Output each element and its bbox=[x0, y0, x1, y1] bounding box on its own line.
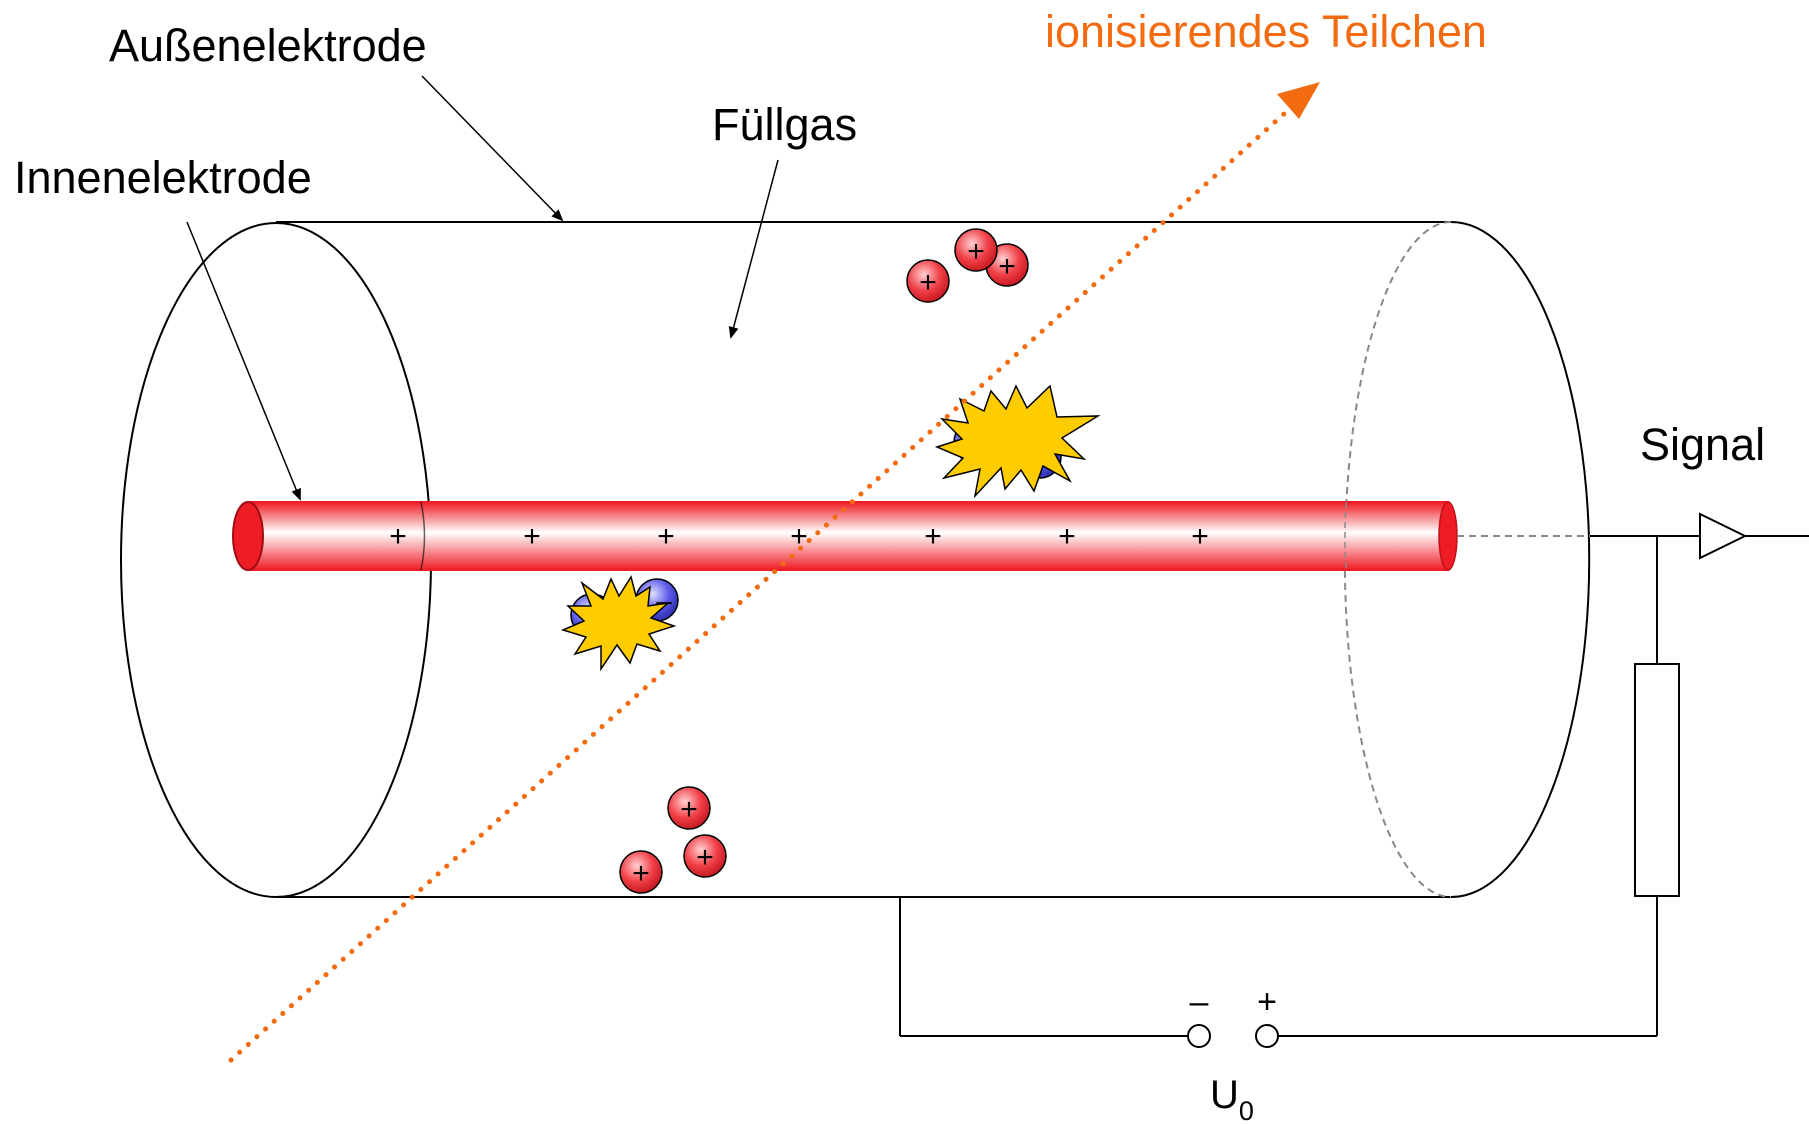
particle-track-line bbox=[228, 101, 1298, 1063]
terminal-minus-label: – bbox=[1190, 983, 1209, 1021]
negative-terminal bbox=[1187, 1024, 1211, 1048]
back-rim-overlap bbox=[1344, 501, 1347, 571]
inner-electrode-front-cap bbox=[232, 501, 264, 571]
circuit bbox=[899, 512, 1809, 1048]
svg-text:+: + bbox=[696, 841, 714, 874]
ion-cluster-bottom: + + + bbox=[619, 786, 727, 894]
ion-cluster-top: + + + bbox=[906, 228, 1029, 303]
outer-electrode-pointer bbox=[421, 75, 564, 222]
resistor bbox=[1634, 663, 1680, 897]
rod-charge: + bbox=[389, 520, 407, 553]
positive-ion: + bbox=[667, 786, 711, 830]
positive-ion: + bbox=[619, 850, 663, 894]
cylinder-back-rim bbox=[1450, 221, 1591, 898]
inner-electrode: + + + + + + + bbox=[232, 501, 1590, 571]
svg-text:+: + bbox=[632, 857, 650, 890]
inner-electrode-end-cap bbox=[1438, 501, 1458, 571]
svg-text:+: + bbox=[919, 266, 937, 299]
fill-gas-pointer bbox=[728, 159, 779, 339]
positive-ion: + bbox=[906, 259, 950, 303]
particle-track-arrowhead bbox=[1277, 82, 1320, 119]
particle-track bbox=[228, 82, 1320, 1063]
voltage-label: U0 bbox=[1210, 1073, 1254, 1124]
rod-charge-labels: + + + + + + + bbox=[389, 520, 1209, 553]
rod-charge: + bbox=[523, 520, 541, 553]
terminal-plus-label: + bbox=[1257, 983, 1277, 1021]
rod-charge: + bbox=[790, 520, 808, 553]
label-pointers bbox=[186, 75, 779, 501]
rod-charge: + bbox=[924, 520, 942, 553]
signal-label: Signal bbox=[1640, 419, 1765, 470]
outer-electrode-label: Außenelektrode bbox=[109, 20, 427, 71]
inner-electrode-label: Innenelektrode bbox=[14, 152, 312, 203]
ionization-event-lower: – bbox=[560, 575, 679, 672]
ionization-burst bbox=[934, 384, 1101, 499]
svg-text:+: + bbox=[680, 793, 698, 826]
front-face-overlap bbox=[420, 501, 426, 571]
rod-charge: + bbox=[1058, 520, 1076, 553]
rod-charge: + bbox=[1191, 520, 1209, 553]
amplifier-icon bbox=[1699, 512, 1748, 560]
positive-terminal bbox=[1255, 1024, 1279, 1048]
svg-text:+: + bbox=[967, 235, 985, 268]
positive-ion: + bbox=[954, 228, 998, 272]
ionization-event-upper bbox=[934, 384, 1101, 499]
svg-text:+: + bbox=[998, 250, 1016, 283]
inner-electrode-pointer bbox=[186, 221, 301, 501]
inner-electrode-rod bbox=[247, 501, 1449, 571]
rod-charge: + bbox=[657, 520, 675, 553]
ionizing-particle-label: ionisierendes Teilchen bbox=[1045, 6, 1487, 57]
positive-ion: + bbox=[683, 834, 727, 878]
ionization-burst bbox=[560, 575, 677, 672]
fill-gas-label: Füllgas bbox=[712, 99, 857, 150]
